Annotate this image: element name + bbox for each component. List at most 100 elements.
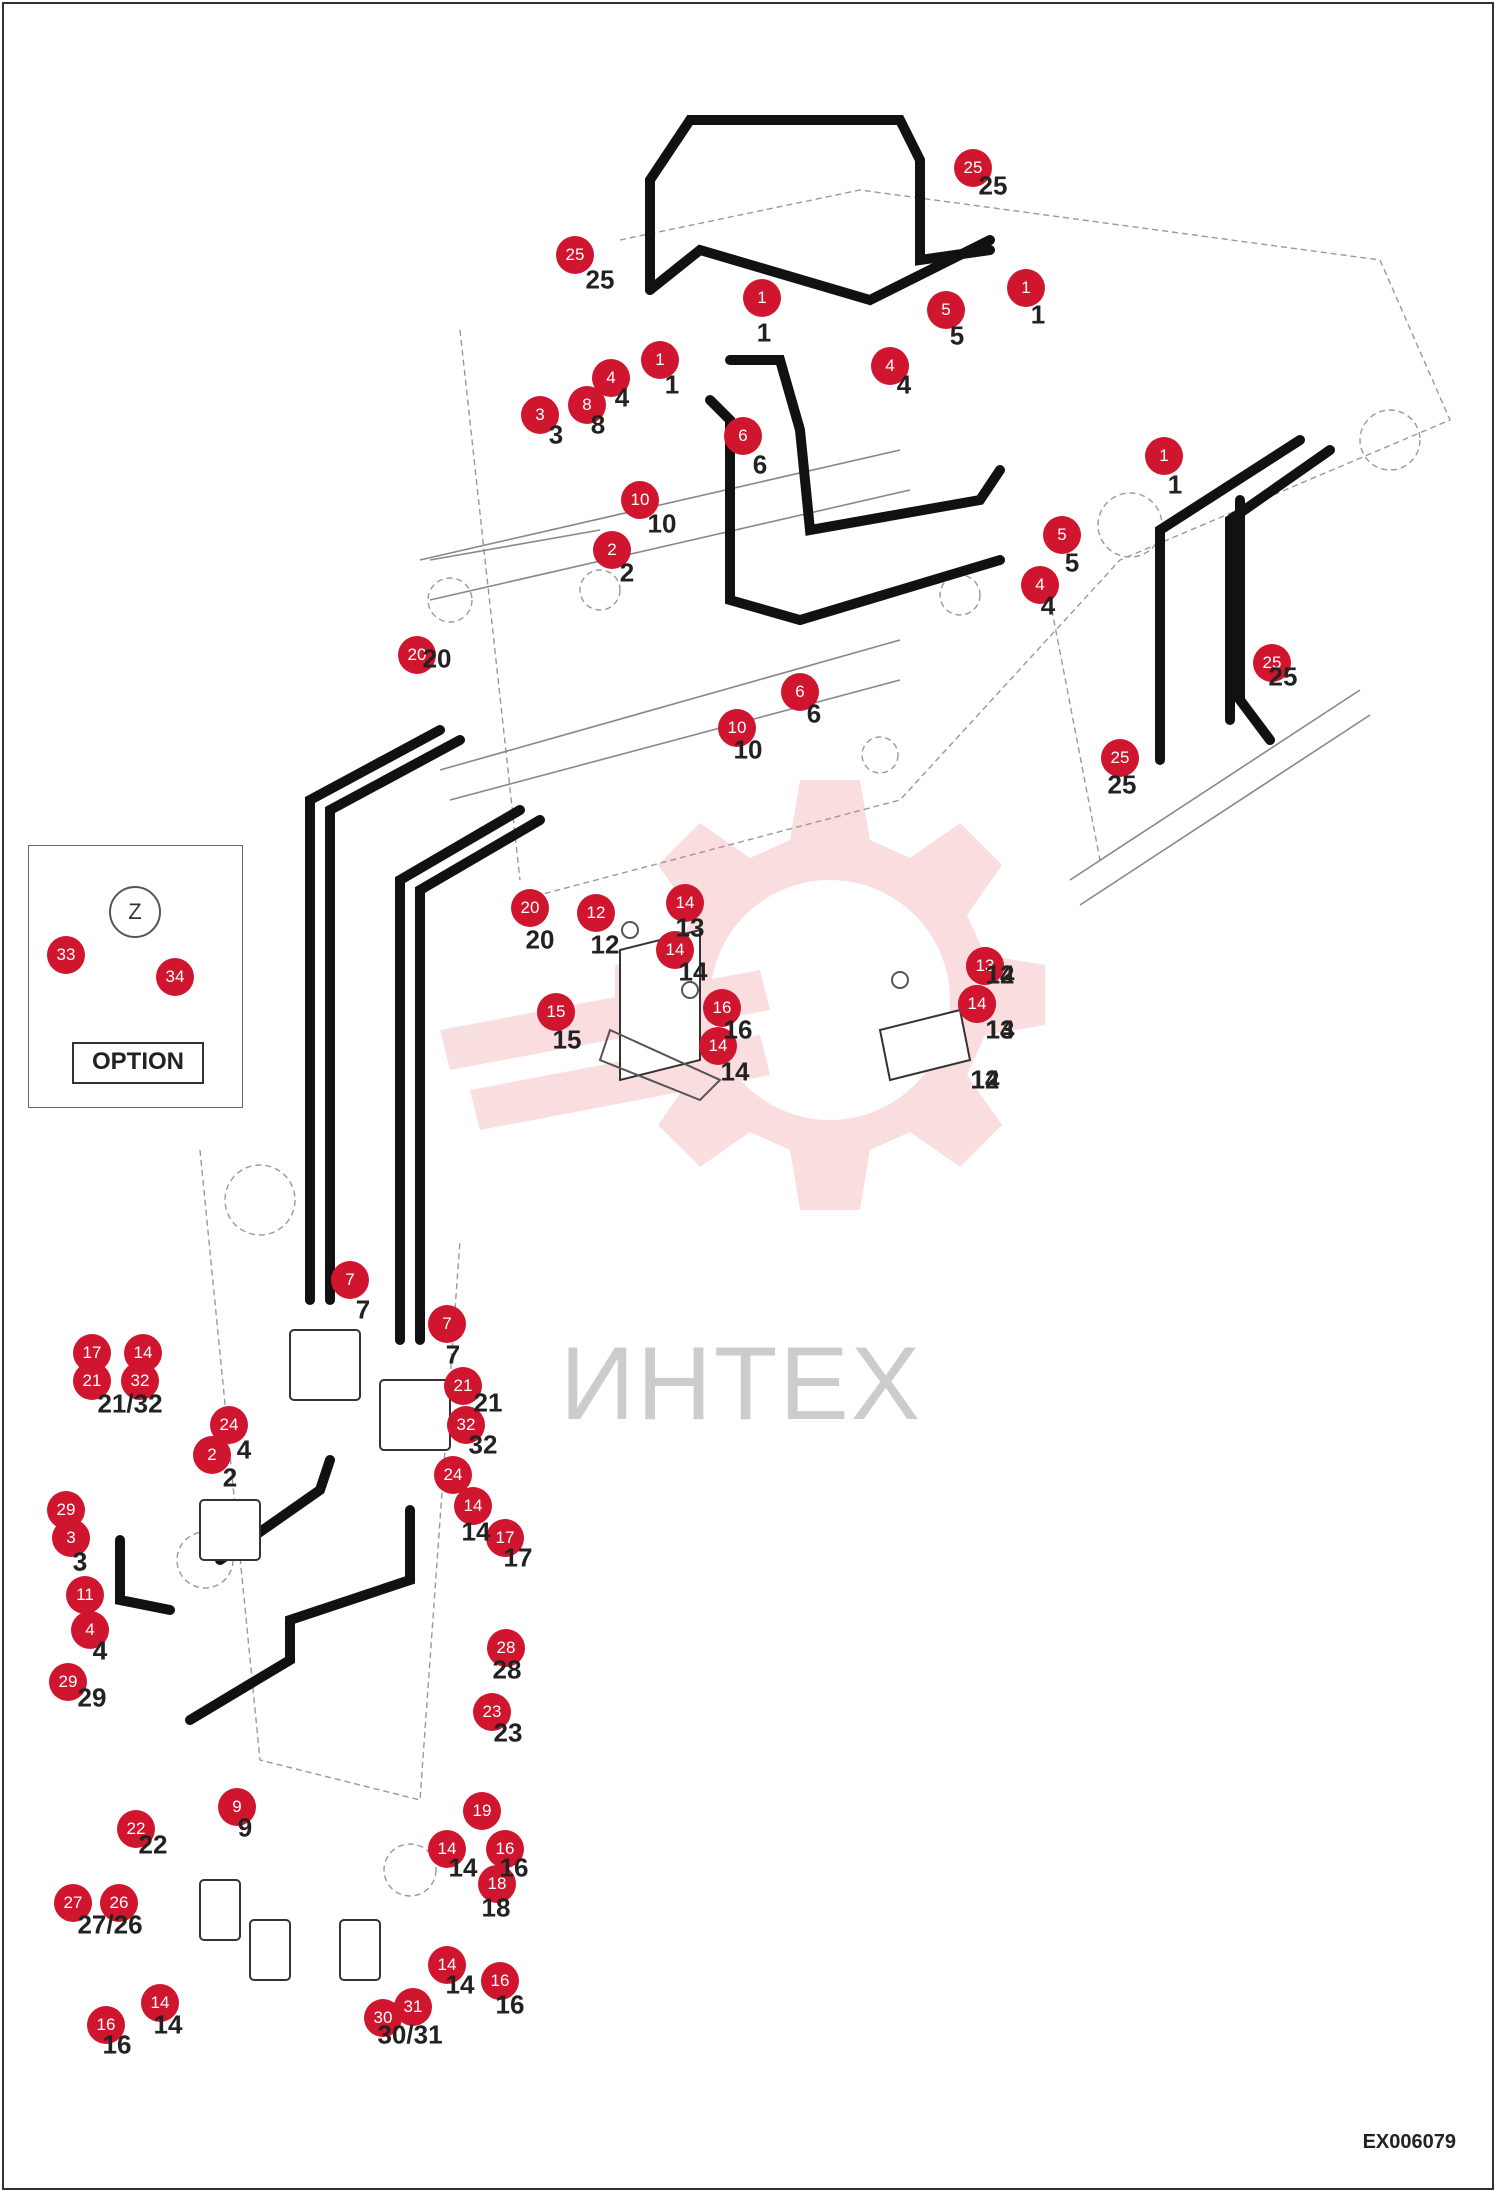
callout-23[interactable]: 23 [473, 1693, 511, 1731]
part-number: 16 [102, 2029, 132, 2060]
part-number: 14 [678, 956, 708, 987]
callout-5[interactable]: 5 [1043, 516, 1081, 554]
callout-28[interactable]: 28 [487, 1629, 525, 1667]
part-number: 13 [675, 912, 705, 943]
part-number: 5 [1064, 547, 1080, 578]
option-box: Z OPTION [28, 845, 243, 1108]
part-number: 8 [590, 409, 606, 440]
callout-22[interactable]: 22 [117, 1810, 155, 1848]
callout-13[interactable]: 13 [966, 947, 1004, 985]
callout-31[interactable]: 31 [394, 1988, 432, 2026]
callout-3[interactable]: 3 [52, 1519, 90, 1557]
callout-10[interactable]: 10 [718, 709, 756, 747]
callout-34[interactable]: 34 [156, 958, 194, 996]
callout-1[interactable]: 1 [641, 341, 679, 379]
callout-25[interactable]: 25 [1253, 644, 1291, 682]
callout-21[interactable]: 21 [73, 1362, 111, 1400]
callout-14[interactable]: 14 [699, 1027, 737, 1065]
callout-32[interactable]: 32 [121, 1362, 159, 1400]
callout-14[interactable]: 14 [428, 1830, 466, 1868]
callout-21[interactable]: 21 [444, 1367, 482, 1405]
part-number: 7 [355, 1294, 371, 1325]
callout-15[interactable]: 15 [537, 993, 575, 1031]
callout-2[interactable]: 2 [193, 1436, 231, 1474]
part-number: 28 [492, 1654, 522, 1685]
part-number: 22 [138, 1829, 168, 1860]
callout-25[interactable]: 25 [556, 236, 594, 274]
part-number: 5 [949, 320, 965, 351]
callout-7[interactable]: 7 [331, 1261, 369, 1299]
part-number: 4 [236, 1434, 252, 1465]
part-number: 13 [985, 1014, 1015, 1045]
reference-code: EX006079 [1362, 2131, 1456, 2153]
callout-32[interactable]: 32 [447, 1406, 485, 1444]
callout-3[interactable]: 3 [521, 396, 559, 434]
part-number: 23 [493, 1717, 523, 1748]
part-number: 14 [970, 1064, 1000, 1095]
part-number: 17 [503, 1542, 533, 1573]
callout-14[interactable]: 14 [141, 1984, 179, 2022]
callout-27[interactable]: 27 [54, 1884, 92, 1922]
callout-25[interactable]: 25 [954, 149, 992, 187]
part-number: 4 [1040, 590, 1056, 621]
part-number: 1 [1030, 299, 1046, 330]
callout-10[interactable]: 10 [621, 481, 659, 519]
part-number: 6 [806, 698, 822, 729]
callout-20[interactable]: 20 [511, 889, 549, 927]
part-number: 29 [77, 1682, 107, 1713]
callout-12[interactable]: 12 [577, 894, 615, 932]
callout-33[interactable]: 33 [47, 936, 85, 974]
callout-8[interactable]: 8 [568, 386, 606, 424]
callout-20[interactable]: 20 [398, 636, 436, 674]
part-number: 20 [422, 643, 452, 674]
part-number: 10 [647, 508, 677, 539]
part-number: 14 [448, 1852, 478, 1883]
part-number: 4 [92, 1635, 108, 1666]
hydraulic-hoses [115, 115, 1335, 1725]
callout-14[interactable]: 14 [958, 985, 996, 1023]
part-number: 32 [468, 1429, 498, 1460]
callout-16[interactable]: 16 [481, 1962, 519, 2000]
callout-1[interactable]: 1 [1145, 437, 1183, 475]
part-number: 14 [445, 1969, 475, 2000]
callout-16[interactable]: 16 [486, 1830, 524, 1868]
callout-11[interactable]: 11 [66, 1576, 104, 1614]
callout-26[interactable]: 26 [100, 1884, 138, 1922]
part-number: 14 [461, 1516, 491, 1547]
callout-29[interactable]: 29 [49, 1663, 87, 1701]
part-number: 25 [978, 170, 1008, 201]
part-number: 12 [985, 959, 1015, 990]
callout-14[interactable]: 14 [666, 884, 704, 922]
part-number: 1 [756, 317, 772, 348]
part-number: 4 [896, 369, 912, 400]
callout-6[interactable]: 6 [781, 673, 819, 711]
callout-14[interactable]: 14 [428, 1946, 466, 1984]
callout-9[interactable]: 9 [218, 1788, 256, 1826]
part-number: 3 [72, 1546, 88, 1577]
callout-18[interactable]: 18 [478, 1865, 516, 1903]
callout-17[interactable]: 17 [486, 1519, 524, 1557]
part-number: 6 [752, 449, 768, 480]
callout-14[interactable]: 14 [656, 931, 694, 969]
part-number: 2 [619, 557, 635, 588]
callout-19[interactable]: 19 [463, 1792, 501, 1830]
callout-16[interactable]: 16 [703, 989, 741, 1027]
callout-4[interactable]: 4 [871, 347, 909, 385]
callout-16[interactable]: 16 [87, 2006, 125, 2044]
callout-1[interactable]: 1 [743, 279, 781, 317]
part-number: 9 [237, 1812, 253, 1843]
part-number: 2 [222, 1462, 238, 1493]
callout-6[interactable]: 6 [724, 417, 762, 455]
callout-14[interactable]: 14 [454, 1487, 492, 1525]
callout-1[interactable]: 1 [1007, 269, 1045, 307]
callout-25[interactable]: 25 [1101, 739, 1139, 777]
part-number: 14 [153, 2009, 183, 2040]
part-number: 1 [664, 369, 680, 400]
part-number: 14 [720, 1056, 750, 1087]
callout-4[interactable]: 4 [71, 1611, 109, 1649]
part-number: 16 [495, 1989, 525, 2020]
callout-5[interactable]: 5 [927, 291, 965, 329]
callout-7[interactable]: 7 [428, 1305, 466, 1343]
callout-2[interactable]: 2 [593, 531, 631, 569]
callout-4[interactable]: 4 [1021, 566, 1059, 604]
